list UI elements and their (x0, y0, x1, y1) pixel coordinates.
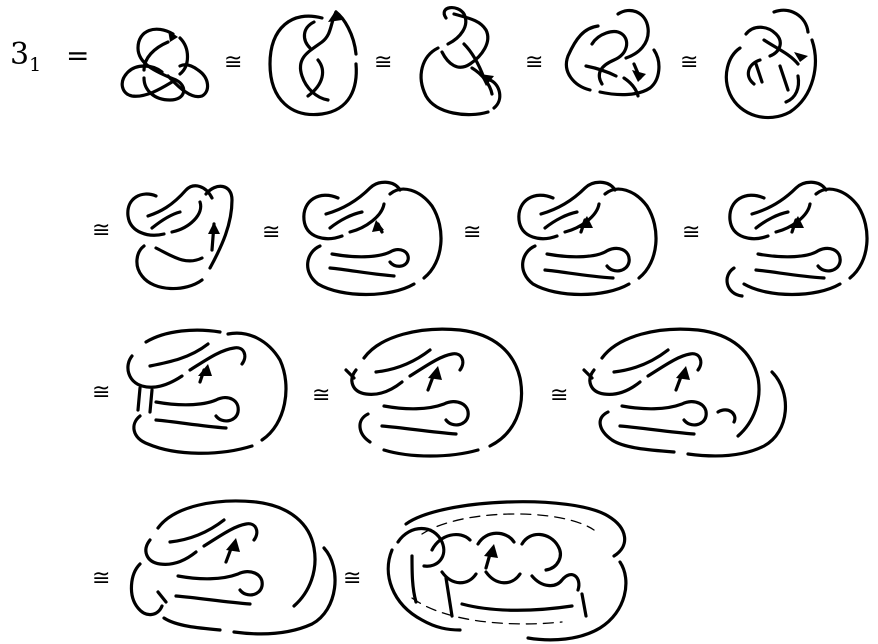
equiv-sign: ≅ (680, 52, 698, 74)
knot-diagram-step (262, 4, 367, 124)
equiv-sign: ≅ (92, 220, 110, 242)
equiv-sign: ≅ (262, 222, 280, 244)
equiv-sign: ≅ (525, 52, 543, 74)
knot-diagram-step (116, 320, 292, 460)
equiv-sign: ≅ (92, 382, 110, 404)
equiv-sign: ≅ (312, 385, 330, 407)
knot-diagram-step (290, 172, 450, 302)
equiv-sign: ≅ (682, 222, 700, 244)
knot-diagram-step (382, 494, 638, 644)
equiv-sign: ≅ (550, 385, 568, 407)
equiv-sign: ≅ (463, 222, 481, 244)
knot-diagram-step (340, 322, 530, 462)
knot-diagram-step (505, 172, 665, 302)
knot-label-name: 3 (10, 37, 29, 72)
knot-diagram-step (558, 4, 668, 124)
equals-sign: = (66, 42, 89, 70)
knot-diagram-trefoil (118, 22, 213, 112)
equiv-sign: ≅ (92, 568, 110, 590)
knot-diagram-step (408, 4, 516, 124)
equiv-sign: ≅ (224, 52, 242, 74)
knot-label-subscript: 1 (29, 54, 41, 76)
knot-label: 31 (10, 40, 41, 75)
knot-diagram-step (716, 4, 832, 128)
knot-diagram-step (578, 322, 800, 462)
knot-diagram-step (716, 172, 874, 306)
knot-diagram-step (116, 176, 250, 294)
equiv-sign: ≅ (343, 568, 361, 590)
knot-diagram-step (128, 492, 344, 642)
equiv-sign: ≅ (374, 52, 392, 74)
